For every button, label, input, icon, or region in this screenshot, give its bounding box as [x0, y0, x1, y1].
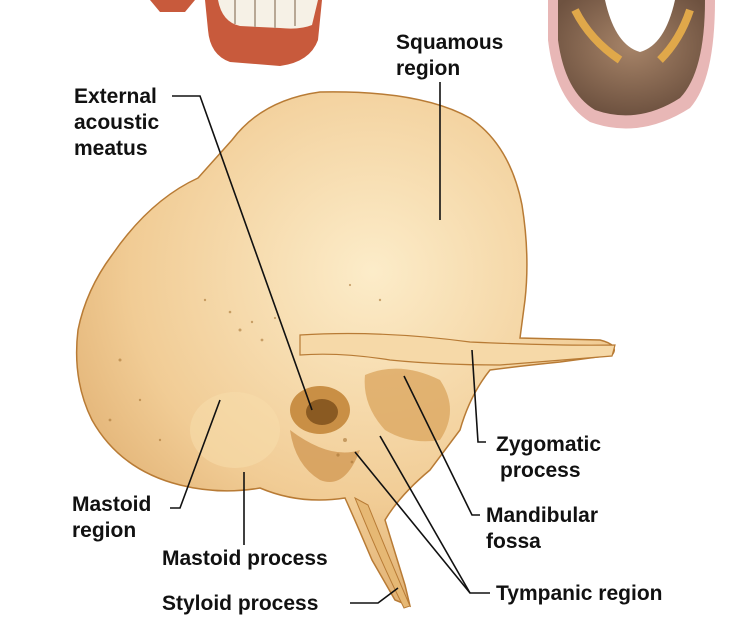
skull-base-fragment: [548, 0, 715, 129]
label-mastoid-region: Mastoid region: [72, 493, 152, 542]
label-styloid-process: Styloid process: [162, 592, 319, 615]
leader-mastoid-region: [170, 399, 221, 509]
label-mastoid-process: Mastoid process: [162, 547, 328, 570]
label-external-acoustic-meatus: External acoustic meatus: [74, 85, 160, 160]
temporal-bone: [75, 91, 616, 609]
label-zygomatic-process: Zygomatic process: [496, 433, 602, 482]
leader-styloid-process: [350, 587, 399, 604]
leader-zygomatic-process: [471, 349, 486, 443]
leader-mandibular-fossa: [403, 375, 480, 516]
label-mandibular-fossa: Mandibular fossa: [486, 504, 599, 553]
leader-tympanic-region-b: [379, 435, 471, 594]
leader-lines: [170, 82, 490, 604]
label-squamous-region: Squamous region: [396, 31, 504, 80]
leader-external-acoustic-meatus: [172, 95, 313, 411]
mandible-fragment: [150, 0, 322, 66]
label-tympanic-region: Tympanic region: [496, 582, 663, 605]
